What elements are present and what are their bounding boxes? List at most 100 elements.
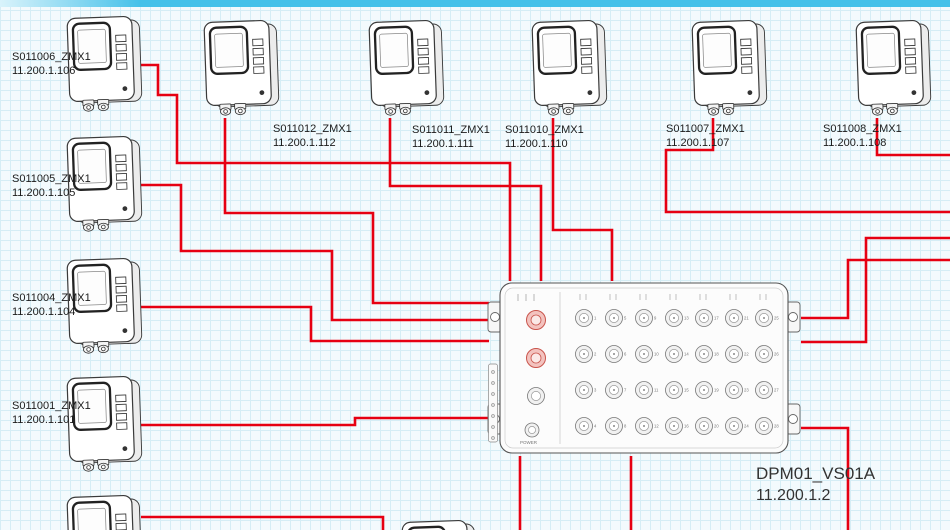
svg-text:7: 7	[624, 388, 627, 393]
hub-port-1[interactable]: 1	[575, 309, 598, 327]
hub-port-10[interactable]: 10	[635, 345, 660, 363]
device-ip: 11.200.1.104	[12, 306, 76, 318]
device-ip: 11.200.1.112	[273, 137, 336, 149]
cable-right-1[interactable]	[801, 258, 950, 320]
device-label-s011005: S011005_ZMX1 11.200.1.105	[12, 172, 91, 200]
svg-text:25: 25	[774, 316, 779, 321]
hub-port-18[interactable]: 18	[695, 345, 720, 363]
hub-column-marks	[579, 294, 587, 300]
hub-port-11[interactable]: 11	[635, 381, 660, 399]
device-label-s011004: S011004_ZMX1 11.200.1.104	[12, 291, 91, 319]
hub-port-21[interactable]: 21	[725, 309, 750, 327]
cable-s011004[interactable]	[141, 305, 489, 343]
cable-s011011[interactable]	[388, 118, 543, 281]
hub-device[interactable]: POWER 1234567891011121314151617181920212…	[487, 282, 801, 454]
hub-power-label: POWER	[520, 440, 538, 445]
cable-s011007[interactable]	[664, 118, 950, 214]
cable-s011012[interactable]	[223, 118, 489, 305]
hub-port-5[interactable]: 5	[605, 309, 628, 327]
cable-s011005[interactable]	[141, 183, 489, 322]
hub-port-7[interactable]: 7	[605, 381, 628, 399]
device-s011012[interactable]	[202, 18, 281, 117]
device-ip: 11.200.1.108	[823, 137, 887, 149]
hub-port-19[interactable]: 19	[695, 381, 720, 399]
hub-terminal-strip	[488, 363, 498, 443]
device-s011007[interactable]	[690, 18, 769, 117]
hub-label: DPM01_VS01A 11.200.1.2	[756, 462, 875, 507]
hub-name: DPM01_VS01A	[756, 464, 876, 483]
svg-text:15: 15	[684, 388, 689, 393]
svg-text:21: 21	[744, 316, 749, 321]
svg-text:1: 1	[594, 316, 597, 321]
cable-bottom-left[interactable]	[141, 515, 385, 530]
hub-port-6[interactable]: 6	[605, 345, 628, 363]
cable-s011006[interactable]	[141, 63, 512, 281]
hub-port-22[interactable]: 22	[725, 345, 750, 363]
hub-port-13[interactable]: 13	[665, 309, 690, 327]
svg-text:23: 23	[744, 388, 749, 393]
hub-port-17[interactable]: 17	[695, 309, 720, 327]
hub-port-9[interactable]: 9	[635, 309, 658, 327]
svg-text:17: 17	[714, 316, 719, 321]
device-name: S011004_ZMX1	[12, 292, 91, 304]
cable-right-3[interactable]	[801, 426, 850, 530]
device-label-s011007: S011007_ZMX1 11.200.1.107	[666, 122, 745, 150]
device-label-s011008: S011008_ZMX1 11.200.1.108	[823, 122, 902, 150]
hub-port-28[interactable]: 28	[755, 417, 780, 435]
device-label-s011011: S011011_ZMX1 11.200.1.111	[412, 123, 490, 151]
hub-port-2[interactable]: 2	[575, 345, 598, 363]
svg-text:13: 13	[684, 316, 689, 321]
hub-column-marks	[639, 294, 647, 300]
hub-ip: 11.200.1.2	[756, 487, 831, 504]
hub-port-12[interactable]: 12	[635, 417, 660, 435]
device-s011010[interactable]	[530, 18, 609, 117]
hub-port-27[interactable]: 27	[755, 381, 780, 399]
device-bottom-center[interactable]	[400, 518, 479, 530]
hub-column-marks	[669, 294, 677, 300]
svg-text:5: 5	[624, 316, 627, 321]
cable-s011010[interactable]	[551, 118, 614, 281]
cable-right-2[interactable]	[801, 236, 950, 344]
device-label-s011010: S011010_ZMX1 11.200.1.110	[505, 123, 584, 151]
hub-uplink-ports[interactable]: POWER	[517, 294, 546, 445]
hub-column-marks	[729, 294, 737, 300]
device-s011011[interactable]	[367, 18, 446, 117]
hub-port-16[interactable]: 16	[665, 417, 690, 435]
device-name: S011010_ZMX1	[505, 124, 584, 136]
svg-text:4: 4	[594, 424, 597, 429]
svg-text:11: 11	[654, 388, 659, 393]
device-label-s011006: S011006_ZMX1 11.200.1.106	[12, 50, 91, 78]
device-label-s011001: S011001_ZMX1 11.200.1.101	[12, 399, 91, 427]
svg-text:9: 9	[654, 316, 657, 321]
cable-s011008[interactable]	[875, 118, 950, 157]
svg-text:26: 26	[774, 352, 779, 357]
svg-text:20: 20	[714, 424, 719, 429]
hub-column-marks	[699, 294, 707, 300]
device-bottom-left[interactable]	[65, 493, 144, 530]
svg-text:14: 14	[684, 352, 689, 357]
device-name: S011005_ZMX1	[12, 173, 91, 185]
device-ip: 11.200.1.107	[666, 137, 730, 149]
cable-s011001[interactable]	[141, 416, 489, 427]
device-s011008[interactable]	[854, 18, 933, 117]
hub-port-23[interactable]: 23	[725, 381, 750, 399]
hub-port-8[interactable]: 8	[605, 417, 628, 435]
hub-port-14[interactable]: 14	[665, 345, 690, 363]
device-ip: 11.200.1.101	[12, 414, 76, 426]
hub-port-26[interactable]: 26	[755, 345, 780, 363]
top-bar	[0, 0, 950, 7]
svg-text:22: 22	[744, 352, 749, 357]
hub-port-3[interactable]: 3	[575, 381, 598, 399]
hub-port-grid: 1234567891011121314151617181920212223242…	[575, 294, 780, 435]
device-ip: 11.200.1.111	[412, 138, 474, 150]
hub-port-20[interactable]: 20	[695, 417, 720, 435]
hub-port-15[interactable]: 15	[665, 381, 690, 399]
hub-port-4[interactable]: 4	[575, 417, 598, 435]
device-name: S011011_ZMX1	[412, 124, 490, 136]
hub-port-24[interactable]: 24	[725, 417, 750, 435]
device-label-s011012: S011012_ZMX1 11.200.1.112	[273, 122, 352, 150]
hub-body-inner-outline	[504, 287, 784, 449]
hub-port-25[interactable]: 25	[755, 309, 780, 327]
device-name: S011001_ZMX1	[12, 400, 91, 412]
svg-text:3: 3	[594, 388, 597, 393]
